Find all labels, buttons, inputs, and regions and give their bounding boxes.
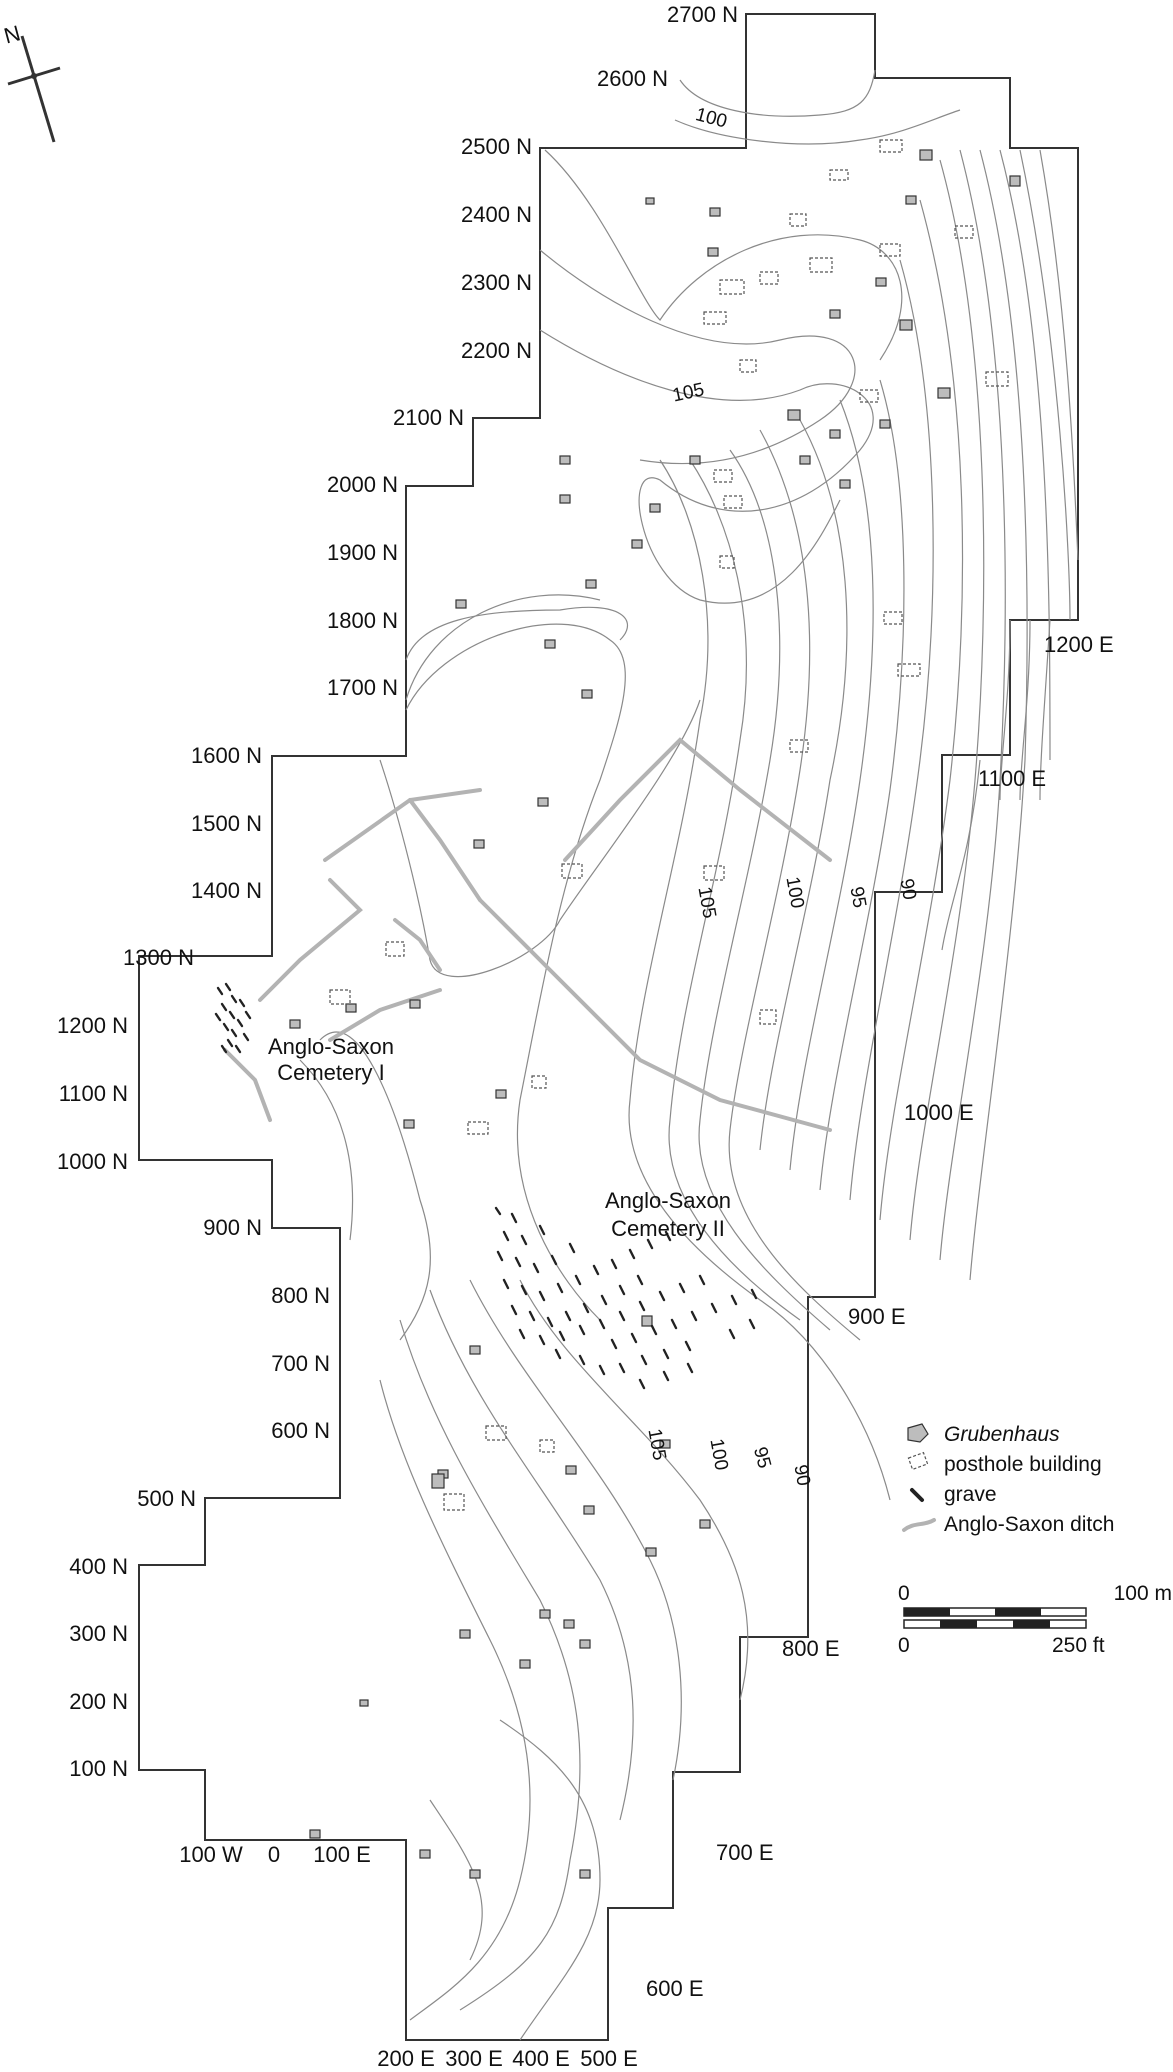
contour-label: 100 — [781, 875, 807, 910]
grid-label-northing: 2500 N — [461, 134, 532, 159]
scale-metric-start: 0 — [898, 1582, 910, 1605]
grid-label-easting: 1100 E — [978, 766, 1046, 791]
anglo-saxon-ditches — [223, 737, 832, 1132]
legend-item-posthole: posthole building — [907, 1451, 1102, 1476]
legend-label: Anglo-Saxon ditch — [944, 1513, 1114, 1536]
grid-label-northing: 900 N — [203, 1215, 262, 1240]
grid-label-easting: 1200 E — [1044, 632, 1114, 657]
scale-bar: 0 100 m 0 250 ft — [898, 1582, 1172, 1657]
grid-label-northing: 600 N — [271, 1418, 330, 1443]
ditch-icon — [902, 1518, 936, 1532]
grid-label-northing: 1300 N — [123, 945, 194, 970]
svg-text:Anglo-Saxon: Anglo-Saxon — [605, 1188, 731, 1213]
svg-text:Anglo-Saxon: Anglo-Saxon — [268, 1034, 394, 1059]
grid-label-northing: 2700 N — [667, 2, 738, 27]
contour-label: 95 — [749, 1445, 775, 1471]
site-boundary — [138, 13, 1079, 2041]
contour-label: 95 — [845, 885, 869, 909]
svg-text:Cemetery I: Cemetery I — [277, 1060, 385, 1085]
grubenhaus-features — [289, 149, 1021, 1879]
grid-label-northing: 1800 N — [327, 608, 398, 633]
grid-label-northing: 1200 N — [57, 1013, 128, 1038]
cemetery-1-label: Anglo-Saxon Cemetery I — [268, 1034, 394, 1085]
contour-lines — [299, 69, 1079, 2041]
contour-label: 90 — [895, 877, 919, 901]
grid-label-easting: 0 — [268, 1842, 280, 1867]
grid-label-northing: 1100 N — [59, 1081, 128, 1106]
legend-label: grave — [944, 1483, 997, 1506]
grid-label-easting: 300 E — [445, 2046, 503, 2071]
contour-label: 100 — [705, 1437, 731, 1472]
grid-label-easting: 200 E — [377, 2046, 435, 2071]
grid-label-easting: 100 W — [179, 1842, 243, 1867]
cemetery-2-label: Anglo-Saxon Cemetery II — [605, 1188, 731, 1241]
grid-label-easting: 900 E — [848, 1304, 906, 1329]
grid-label-easting: 600 E — [646, 1976, 704, 2001]
grave-icon — [910, 1488, 924, 1502]
contour-label: 105 — [671, 379, 706, 406]
legend: Grubenhaus posthole building grave Anglo… — [902, 1423, 1114, 1536]
legend-item-grubenhaus: Grubenhaus — [907, 1423, 1060, 1446]
grid-label-northing: 2100 N — [393, 405, 464, 430]
contour-label: 105 — [693, 885, 719, 920]
contour-value-labels: 100 105 105 100 95 90 105 100 95 90 — [643, 104, 919, 1487]
grid-label-northing: 500 N — [137, 1486, 196, 1511]
grave-markers — [214, 982, 758, 1390]
northing-labels: 2700 N 2600 N 2500 N 2400 N 2300 N 2200 … — [57, 2, 738, 1781]
easting-labels-side: 1200 E 1100 E 1000 E 900 E 800 E 700 E 6… — [646, 632, 1114, 2001]
contour-label: 105 — [643, 1427, 669, 1462]
grubenhaus-icon — [907, 1423, 929, 1443]
grid-label-northing: 400 N — [69, 1554, 128, 1579]
grid-label-northing: 100 N — [69, 1756, 128, 1781]
north-arrow-icon: N — [1, 20, 61, 143]
grid-label-northing: 2000 N — [327, 472, 398, 497]
posthole-building-icon — [907, 1451, 929, 1471]
contour-label: 90 — [789, 1463, 813, 1487]
grid-label-northing: 1500 N — [191, 811, 262, 836]
scale-imperial-start: 0 — [898, 1634, 910, 1657]
scale-metric-end: 100 m — [1114, 1582, 1172, 1605]
grid-label-easting: 800 E — [782, 1636, 840, 1661]
legend-label: posthole building — [944, 1453, 1102, 1476]
grid-label-northing: 800 N — [271, 1283, 330, 1308]
legend-item-ditch: Anglo-Saxon ditch — [902, 1513, 1114, 1536]
north-label: N — [1, 20, 23, 48]
grid-label-easting: 700 E — [716, 1840, 774, 1865]
posthole-buildings — [329, 139, 1009, 1511]
legend-label: Grubenhaus — [944, 1423, 1060, 1446]
svg-text:Cemetery II: Cemetery II — [611, 1216, 725, 1241]
grid-label-northing: 2400 N — [461, 202, 532, 227]
grid-label-easting: 100 E — [313, 1842, 371, 1867]
grid-label-easting: 1000 E — [904, 1100, 974, 1125]
grid-label-northing: 2600 N — [597, 66, 668, 91]
grid-label-northing: 700 N — [271, 1351, 330, 1376]
grid-label-easting: 500 E — [580, 2046, 638, 2071]
grid-label-northing: 1700 N — [327, 675, 398, 700]
grid-label-northing: 1600 N — [191, 743, 262, 768]
grid-label-northing: 2300 N — [461, 270, 532, 295]
legend-item-grave: grave — [910, 1483, 997, 1506]
scale-imperial-end: 250 ft — [1052, 1634, 1105, 1657]
grid-label-northing: 200 N — [69, 1689, 128, 1714]
grid-label-easting: 400 E — [512, 2046, 570, 2071]
grid-label-northing: 2200 N — [461, 338, 532, 363]
grid-label-northing: 1000 N — [57, 1149, 128, 1174]
easting-labels-bottom: 100 W 0 100 E 200 E 300 E 400 E 500 E — [179, 1842, 638, 2071]
grid-label-northing: 1900 N — [327, 540, 398, 565]
grid-label-northing: 1400 N — [191, 878, 262, 903]
grid-label-northing: 300 N — [69, 1621, 128, 1646]
